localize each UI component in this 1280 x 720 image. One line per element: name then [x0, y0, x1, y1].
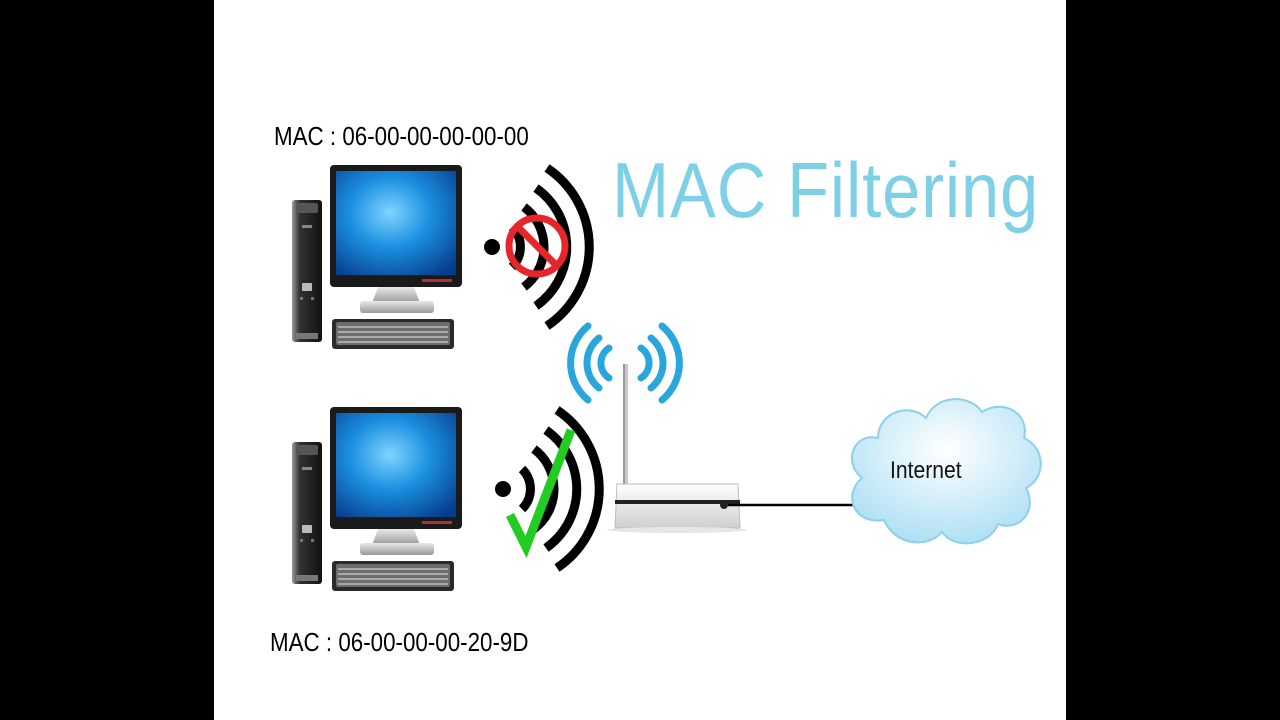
diagram-title: MAC Filtering: [612, 146, 1040, 234]
diagram-graphics: [291, 164, 1042, 592]
mac-address-label-allowed: MAC : 06-00-00-00-20-9D: [270, 627, 529, 657]
computer-allowed-icon: [291, 406, 463, 592]
wifi-signal-allowed-icon: [495, 406, 604, 572]
router-icon: [607, 364, 747, 533]
cloud-icon: [851, 398, 1042, 545]
diagram-canvas: MAC : 06-00-00-00-00-00 MAC : 06-00-00-0…: [214, 0, 1066, 720]
checkmark-icon: [505, 428, 576, 559]
mac-address-label-blocked: MAC : 06-00-00-00-00-00: [274, 121, 529, 151]
computer-blocked-icon: [291, 164, 463, 350]
router-wifi-icon: [567, 322, 683, 404]
prohibited-icon: [505, 214, 569, 278]
internet-label: Internet: [890, 457, 962, 484]
